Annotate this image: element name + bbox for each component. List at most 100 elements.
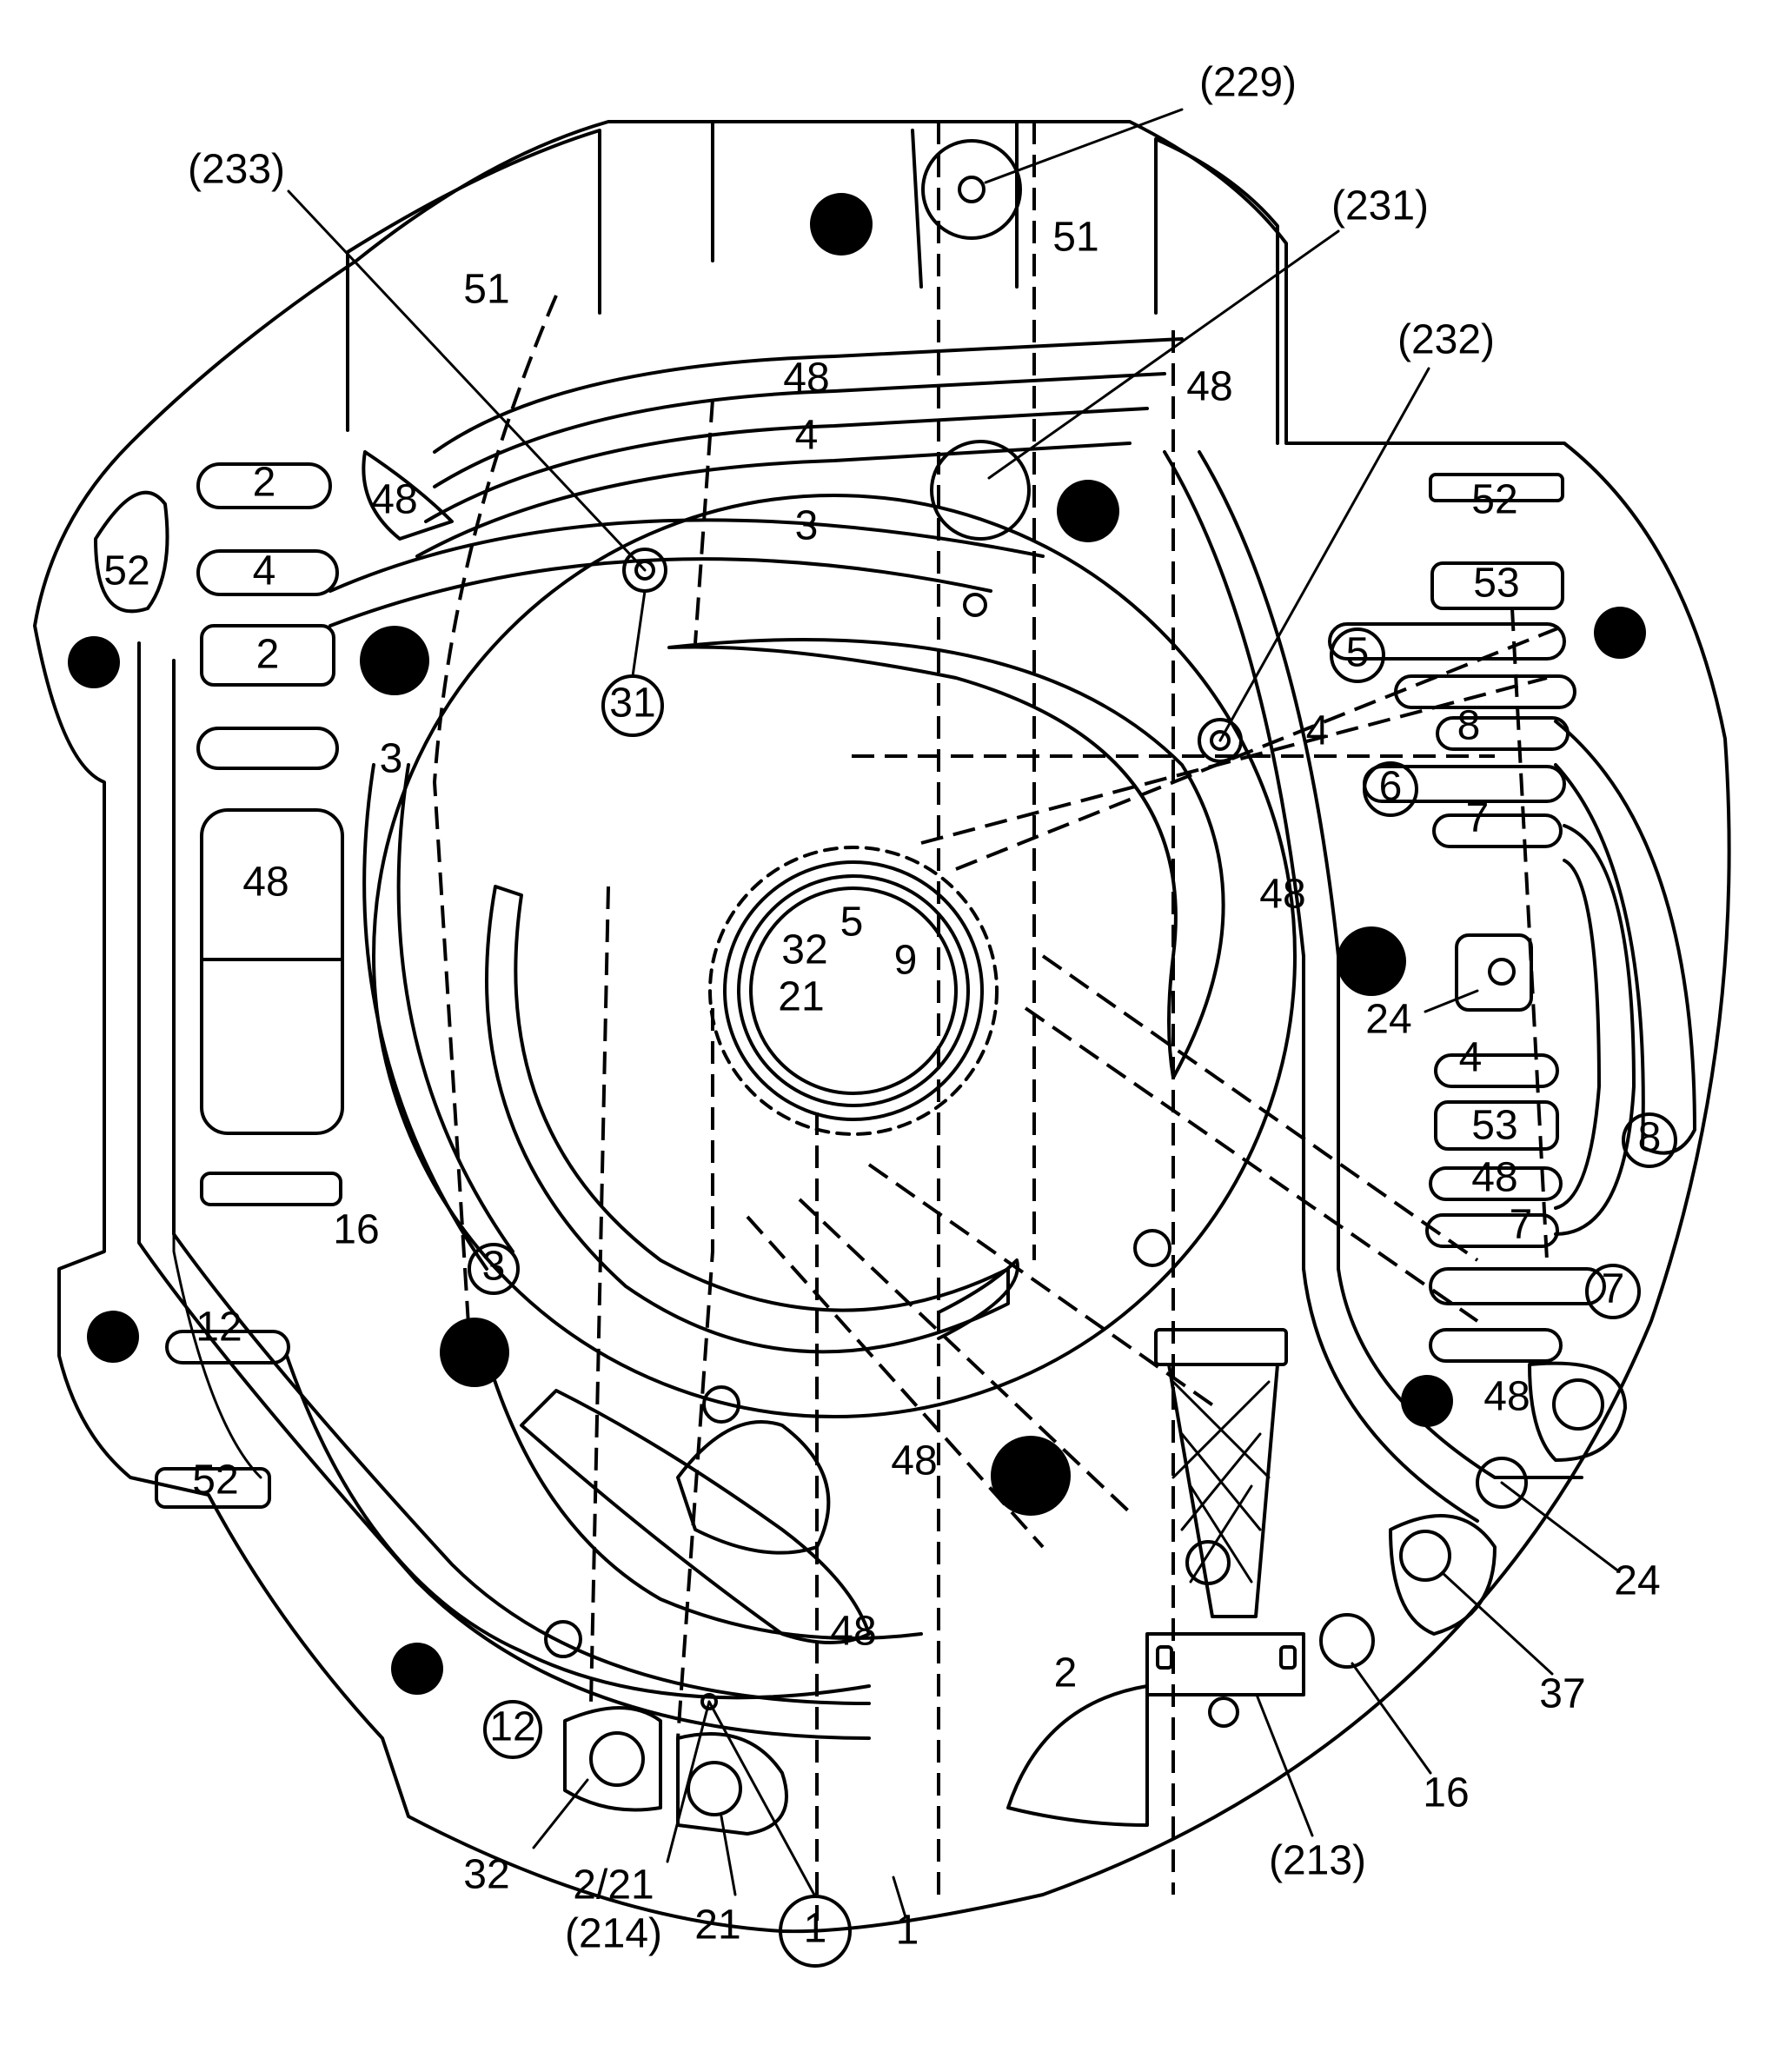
passage-48-lower-cavity <box>676 1420 831 1555</box>
port-lower-left <box>702 1385 740 1424</box>
label-7-circle: 7 <box>1602 1266 1625 1312</box>
bolt-hole <box>391 1643 443 1695</box>
hub-outer-ring <box>723 860 984 1121</box>
circle-3-lower <box>468 1243 520 1295</box>
label-9-hub: 9 <box>894 938 918 984</box>
label-3-left: 3 <box>380 736 403 782</box>
slot-unlabeled-right <box>1394 674 1576 709</box>
port-232 <box>1198 718 1243 763</box>
passage-32-pocket <box>563 1706 662 1812</box>
label-229: (229) <box>1199 60 1297 106</box>
circle-8 <box>1622 1112 1677 1168</box>
bolt-hole <box>68 636 120 688</box>
passage-48-right-bottom-pocket <box>1528 1361 1627 1462</box>
label-16-bottom: 16 <box>1423 1770 1469 1816</box>
passage-16-arc <box>137 641 871 1740</box>
port-24-bottom <box>1476 1457 1528 1509</box>
label-48-top: 48 <box>783 355 829 402</box>
slot-2-mid <box>200 624 335 687</box>
label-48-left-box: 48 <box>242 860 289 906</box>
pump-crescent-cavity <box>667 638 1225 1079</box>
label-48-upper-left: 48 <box>371 477 417 523</box>
bolt-hole <box>1057 480 1119 542</box>
circle-12 <box>483 1700 542 1759</box>
passage-52-left <box>94 490 169 614</box>
label-4-left: 4 <box>253 548 276 594</box>
passage-48-bottom-center <box>520 1389 871 1644</box>
housing-inner-edge <box>172 763 262 1479</box>
slot-3-left <box>196 727 339 770</box>
box-53-top <box>1430 561 1564 610</box>
passage-lower-arc-1 <box>285 1354 871 1700</box>
dashed-passage-6 <box>920 676 1548 845</box>
label-2-21: 2/21 <box>573 1862 654 1909</box>
leader-213 <box>1255 1693 1314 1837</box>
label-32-hub: 32 <box>781 927 827 973</box>
bolt-hole <box>1337 926 1406 996</box>
leader-24-right <box>1424 989 1479 1013</box>
leader-24 <box>1500 1481 1618 1571</box>
passage-12-arc <box>172 659 871 1705</box>
label-231: (231) <box>1331 183 1429 229</box>
hub-middle-ring <box>737 874 970 1107</box>
passage-2-bottom <box>1006 1684 1149 1827</box>
slot-4-left <box>196 549 339 596</box>
leader-233 <box>287 189 647 572</box>
label-24-bottom: 24 <box>1614 1558 1660 1604</box>
label-7-right-lower: 7 <box>1510 1202 1533 1248</box>
label-52-left: 52 <box>103 548 149 594</box>
pump-inner-crescent <box>937 1258 1019 1340</box>
circle-6 <box>1363 761 1418 817</box>
label-52-bottom-left: 52 <box>192 1457 238 1504</box>
port-left-bottom <box>544 1620 582 1658</box>
label-2-bottom: 2 <box>1054 1650 1078 1696</box>
dashed-passage-15 <box>746 1215 1045 1549</box>
label-4-right-lower: 4 <box>1459 1035 1483 1081</box>
label-32-bottom: 32 <box>463 1852 509 1898</box>
leader-31 <box>631 589 647 678</box>
passage-48-top <box>433 337 1184 454</box>
port-231 <box>930 440 1031 541</box>
passage-right-lower-curve <box>1337 1267 1583 1479</box>
passage-lower-arc-2 <box>485 1354 923 1640</box>
label-1-circle: 1 <box>804 1906 827 1952</box>
boss-24-right <box>1455 933 1533 1012</box>
dashed-passage-5 <box>955 624 1565 871</box>
bolt-hole <box>440 1318 509 1387</box>
label-51-left: 51 <box>463 267 509 313</box>
passage-3-top <box>329 518 1045 593</box>
port-16 <box>1319 1613 1375 1669</box>
label-48-right-mid: 48 <box>1259 872 1305 918</box>
passage-right-lower-curve-2 <box>1302 1267 1479 1523</box>
slot-2-upper <box>196 462 332 509</box>
slot-4-right-lower <box>1434 1053 1559 1088</box>
label-48-lower: 48 <box>830 1609 876 1655</box>
port-2-21 <box>700 1693 718 1710</box>
passage-48-right-mid <box>1163 450 1305 1271</box>
slot-48-right-bottom <box>1429 1328 1563 1363</box>
port-233-ring <box>634 560 655 581</box>
label-53-top: 53 <box>1473 561 1519 607</box>
leader-232 <box>1218 367 1430 742</box>
leader-2-21 <box>666 1700 711 1863</box>
dashed-passage-13 <box>867 1163 1218 1410</box>
slot-16-left <box>200 1172 342 1206</box>
label-48-right-bottom: 48 <box>1483 1374 1530 1420</box>
slot-7-right-lower <box>1425 1213 1559 1248</box>
label-48-right-lower: 48 <box>1471 1155 1517 1201</box>
box-48-left <box>200 808 344 1135</box>
label-37: 37 <box>1539 1671 1585 1717</box>
slot-12-left <box>165 1330 290 1364</box>
label-3-top: 3 <box>795 503 819 549</box>
label-24-right: 24 <box>1365 997 1411 1043</box>
dashed-passage-3 <box>1041 954 1479 1262</box>
port-small-top <box>963 593 987 617</box>
label-8-circle: 8 <box>1638 1115 1662 1161</box>
label-213: (213) <box>1269 1838 1366 1884</box>
label-52-right: 52 <box>1471 477 1517 523</box>
bolt-hole <box>1594 607 1646 659</box>
dashed-passage-11 <box>694 399 714 644</box>
passage-48-right-mid-2 <box>1198 450 1340 1271</box>
leader-37 <box>1441 1571 1554 1676</box>
